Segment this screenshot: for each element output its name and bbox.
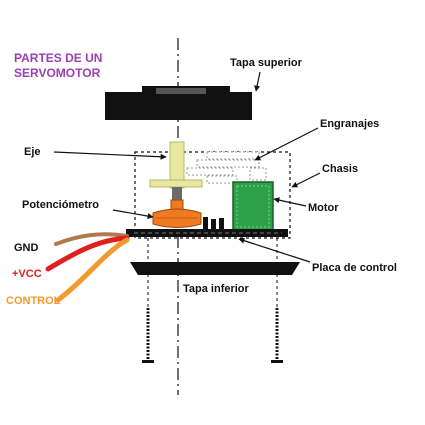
- top-cover-ridge: [156, 88, 206, 94]
- leader-shaft: [53, 151, 167, 160]
- leader-potentiometer: [112, 209, 154, 220]
- label-potentiometer: Potenciómetro: [22, 199, 99, 211]
- leader-top-cover: [254, 71, 261, 92]
- gnd-wire: [54, 232, 129, 246]
- label-control: CONTROL: [6, 295, 61, 307]
- motor: [232, 181, 274, 232]
- label-vcc: +VCC: [12, 268, 42, 280]
- label-gnd: GND: [14, 242, 39, 254]
- label-chassis: Chasis: [322, 163, 358, 175]
- bottom-cover: [130, 262, 300, 275]
- control-wire: [55, 237, 130, 303]
- chassis-outline: [134, 151, 291, 239]
- leader-chassis: [291, 172, 321, 188]
- label-bottom-cover: Tapa inferior: [183, 283, 250, 295]
- vcc-wire: [45, 235, 130, 272]
- potentiometer: [152, 199, 202, 228]
- left-screw: [142, 308, 154, 363]
- top-cover: [105, 86, 252, 120]
- leader-lines: [53, 71, 321, 263]
- right-screw: [271, 308, 283, 363]
- gears: [186, 151, 267, 184]
- title-line-1: PARTES DE UN: [14, 51, 102, 65]
- leader-motor: [273, 197, 307, 207]
- label-gears: Engranajes: [320, 118, 379, 130]
- label-motor: Motor: [308, 202, 339, 214]
- shaft: [149, 141, 203, 205]
- label-control-board: Placa de control: [312, 262, 397, 274]
- wires: [45, 232, 130, 303]
- label-shaft: Eje: [24, 146, 41, 158]
- leader-gears: [254, 127, 319, 161]
- leader-control-board: [238, 237, 311, 263]
- label-top-cover: Tapa superior: [230, 57, 303, 69]
- title-line-2: SERVOMOTOR: [14, 66, 101, 80]
